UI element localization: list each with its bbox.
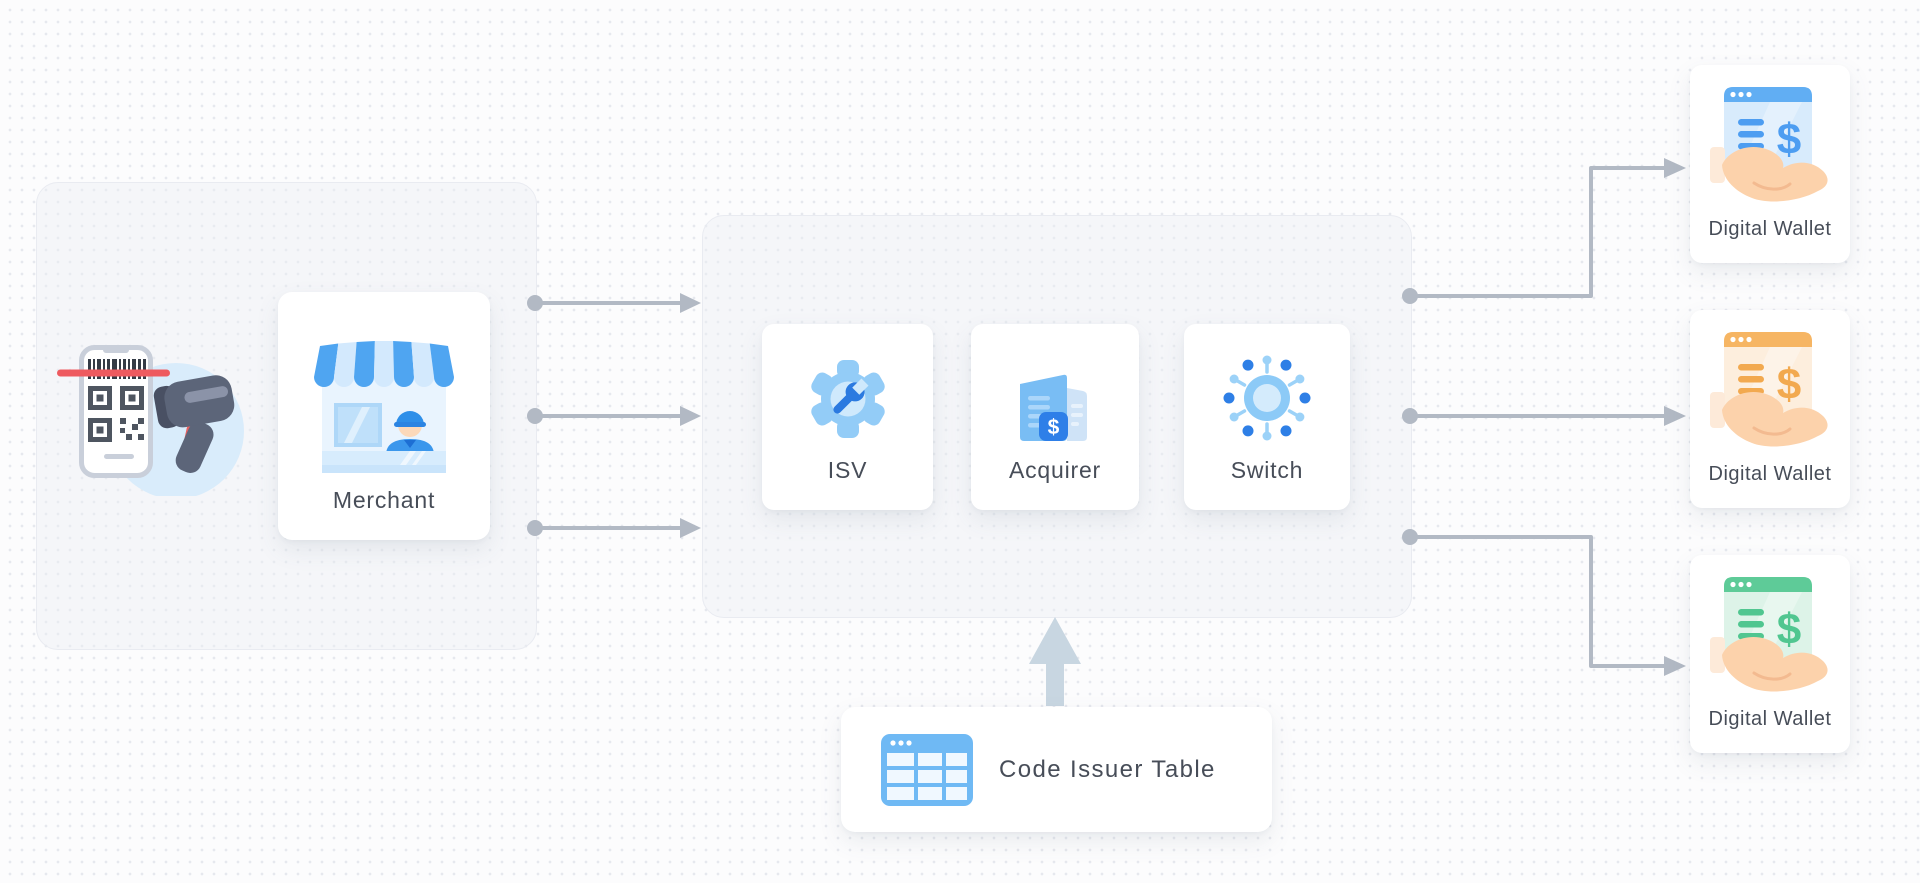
data-table-icon — [881, 733, 973, 806]
billing-document-icon: $ — [1020, 374, 1087, 441]
dollar-badge — [1039, 412, 1068, 441]
digital-wallet-icon: $ — [1710, 332, 1828, 447]
switch-label: Switch — [1230, 457, 1304, 483]
arrow-code-issuer-to-processing — [1029, 617, 1081, 706]
svg-text:$: $ — [1777, 360, 1801, 409]
wallet-label-2: Digital Wallet — [1708, 463, 1832, 485]
merchant-label: Merchant — [332, 487, 436, 513]
arrow-merchant-to-processing-2 — [527, 406, 701, 426]
wallet-label-1: Digital Wallet — [1708, 218, 1832, 240]
barcode-scanner-gun — [153, 375, 235, 474]
node-acquirer[interactable]: $ Acquirer — [971, 324, 1139, 510]
node-merchant[interactable]: Merchant — [278, 292, 490, 540]
node-digital-wallet-2[interactable]: $ Digital Wallet — [1690, 310, 1850, 508]
network-hub-icon — [1223, 355, 1311, 441]
digital-wallet-icon: $ — [1710, 87, 1828, 202]
code-issuer-label: Code Issuer Table — [999, 755, 1216, 783]
node-switch[interactable]: Switch — [1184, 324, 1350, 510]
acquirer-label: Acquirer — [1008, 457, 1102, 483]
arrow-processing-to-wallet-1 — [1402, 158, 1686, 304]
node-digital-wallet-1[interactable]: $ Digital Wallet — [1690, 65, 1850, 263]
arrow-merchant-to-processing-1 — [527, 293, 701, 313]
qr-code-scan-icon — [57, 345, 244, 496]
node-code-issuer-table[interactable]: Code Issuer Table — [841, 707, 1272, 832]
arrow-merchant-to-processing-3 — [527, 518, 701, 538]
scan-laser-line — [57, 369, 170, 377]
svg-text:$: $ — [1048, 416, 1060, 439]
wallet-label-3: Digital Wallet — [1708, 708, 1832, 730]
svg-text:$: $ — [1777, 605, 1801, 654]
arrow-processing-to-wallet-2 — [1402, 406, 1686, 426]
digital-wallet-icon: $ — [1710, 577, 1828, 692]
arrow-processing-to-wallet-3 — [1402, 529, 1686, 676]
node-isv[interactable]: ISV — [762, 324, 933, 510]
node-digital-wallet-3[interactable]: $ Digital Wallet — [1690, 555, 1850, 753]
gear-wrench-icon — [810, 360, 885, 438]
isv-label: ISV — [827, 457, 868, 483]
svg-text:$: $ — [1777, 115, 1801, 164]
storefront-icon — [314, 341, 454, 473]
